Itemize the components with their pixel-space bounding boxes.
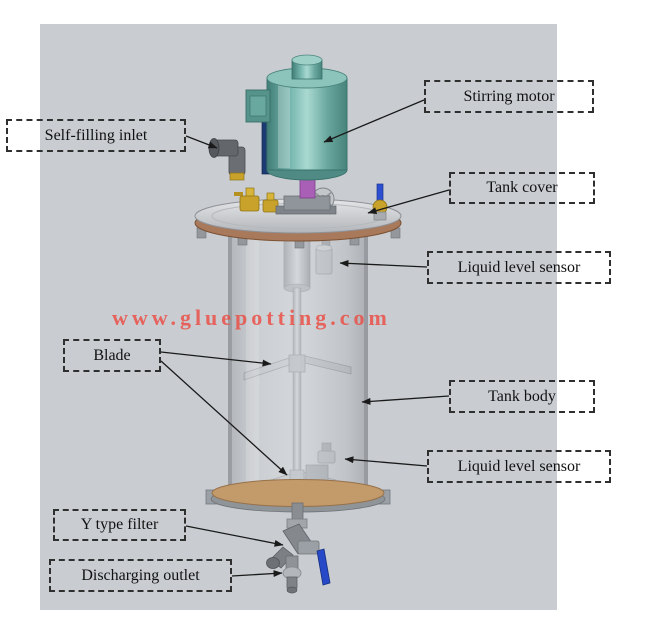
arrow-stirring-motor: [323, 99, 425, 143]
discharge-assembly: [266, 502, 331, 594]
arrow-blade-lower: [160, 360, 288, 476]
label-liquid-level-sensor-lower: Liquid level sensor: [427, 450, 611, 483]
stirring-motor-part: [245, 54, 348, 215]
label-liquid-level-sensor-upper: Liquid level sensor: [427, 251, 611, 284]
brass-valve-handle: [234, 192, 243, 196]
label-y-type-filter: Y type filter: [53, 509, 186, 541]
label-tank-body: Tank body: [449, 380, 595, 413]
arrow-liquid-level-sensor-upper: [339, 259, 428, 268]
arrow-y-type-filter: [185, 525, 284, 547]
arrow-self-filling-inlet: [185, 135, 218, 149]
label-stirring-motor: Stirring motor: [424, 80, 594, 113]
arrow-tank-body: [361, 395, 450, 405]
watermark: www.gluepotting.com: [112, 305, 391, 330]
arrow-blade-upper: [160, 351, 272, 367]
tank-front-glass: [228, 230, 368, 497]
tank-base: [205, 479, 391, 513]
arrow-liquid-level-sensor-lower: [344, 456, 428, 467]
label-discharging-outlet: Discharging outlet: [49, 559, 232, 592]
arrow-discharging-outlet: [231, 570, 283, 578]
brass-valve-a: [239, 195, 260, 212]
drain-valve-blue-handle: [316, 548, 331, 586]
label-blade: Blade: [63, 339, 161, 372]
arrow-tank-cover: [367, 189, 450, 215]
label-self-filling-inlet: Self-filling inlet: [6, 119, 186, 152]
drain-valve-body: [297, 540, 320, 555]
label-tank-cover: Tank cover: [449, 172, 595, 204]
